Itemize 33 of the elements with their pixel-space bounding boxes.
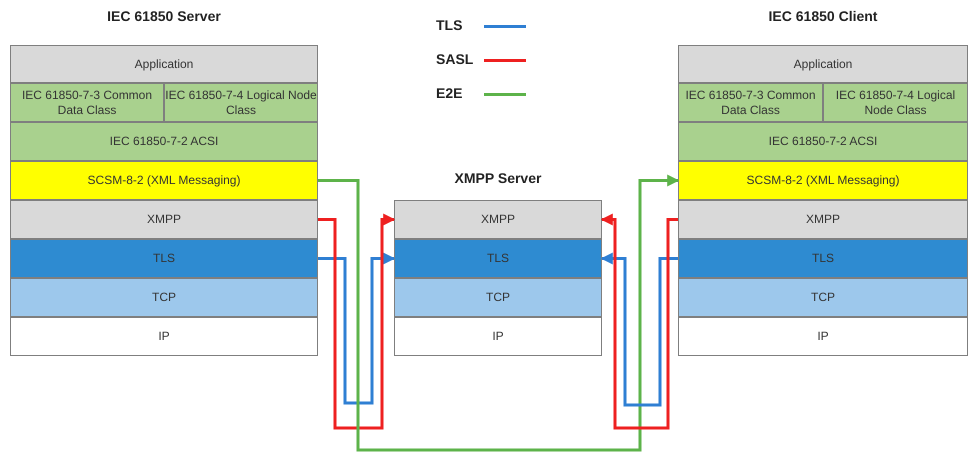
legend-label: SASL	[436, 51, 474, 67]
arrow	[600, 214, 678, 430]
protocol-layer: TLS	[678, 239, 968, 278]
protocol-layer: TLS	[10, 239, 318, 278]
protocol-layer: SCSM-8-2 (XML Messaging)	[678, 161, 968, 200]
protocol-layer: XMPP	[10, 200, 318, 239]
protocol-layer: SCSM-8-2 (XML Messaging)	[10, 161, 318, 200]
arrow	[318, 174, 680, 452]
protocol-layer: TCP	[10, 278, 318, 317]
protocol-layer: IP	[678, 317, 968, 356]
protocol-layer: IEC 61850-7-4 Logical Node Class	[164, 83, 318, 122]
protocol-layer: TLS	[394, 239, 602, 278]
protocol-layer: TCP	[678, 278, 968, 317]
protocol-layer: IP	[394, 317, 602, 356]
stack-title: IEC 61850 Server	[106, 8, 222, 24]
stack-title: IEC 61850 Client	[768, 8, 878, 24]
protocol-layer: XMPP	[394, 200, 602, 239]
protocol-layer: IEC 61850-7-4 Logical Node Class	[823, 83, 968, 122]
protocol-layer: XMPP	[678, 200, 968, 239]
protocol-layer: IEC 61850-7-3 Common Data Class	[678, 83, 823, 122]
protocol-layer: Application	[10, 45, 318, 83]
protocol-layer: TCP	[394, 278, 602, 317]
legend-label: TLS	[436, 17, 462, 33]
protocol-layer: IEC 61850-7-2 ACSI	[678, 122, 968, 161]
protocol-layer: Application	[678, 45, 968, 83]
protocol-layer: IEC 61850-7-2 ACSI	[10, 122, 318, 161]
arrow	[600, 252, 678, 406]
stack-title: XMPP Server	[454, 170, 542, 186]
arrow	[318, 214, 396, 430]
arrow	[318, 252, 396, 404]
legend-label: E2E	[436, 85, 462, 101]
protocol-layer: IEC 61850-7-3 Common Data Class	[10, 83, 164, 122]
protocol-layer: IP	[10, 317, 318, 356]
